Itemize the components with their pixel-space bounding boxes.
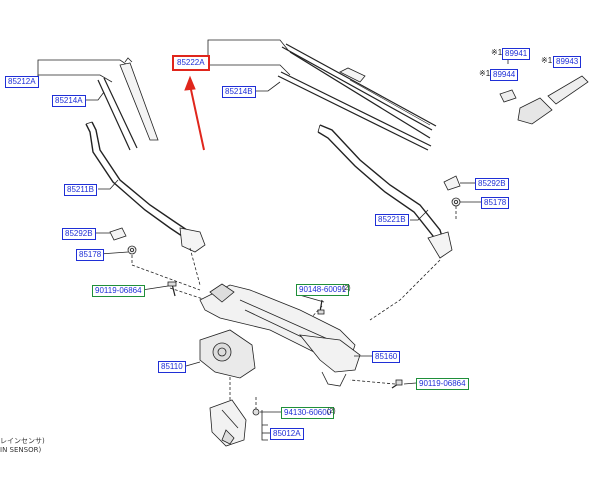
callout-85292B-left[interactable]: 85292B: [62, 228, 96, 240]
callout-90148-60091[interactable]: 90148-60091: [296, 284, 350, 296]
note-mark-89944: ※1: [479, 69, 491, 78]
note-mark-89941: ※1: [491, 48, 503, 57]
callout-85221B[interactable]: 85221B: [375, 214, 409, 226]
callout-85222A-highlighted[interactable]: 85222A: [172, 55, 210, 71]
callout-85214B[interactable]: 85214B: [222, 86, 256, 98]
callout-85214A[interactable]: 85214A: [52, 95, 86, 107]
callout-85178-left[interactable]: 85178: [76, 249, 105, 261]
qty-90148: (2): [342, 285, 351, 292]
callout-89941[interactable]: 89941: [502, 48, 531, 60]
callout-85178-right[interactable]: 85178: [481, 197, 510, 209]
callout-94130-60600[interactable]: 94130-60600: [281, 407, 335, 419]
callout-85110[interactable]: 85110: [158, 361, 186, 373]
qty-94130: (2): [327, 408, 336, 415]
callout-85211B[interactable]: 85211B: [64, 184, 97, 196]
callout-85012A[interactable]: 85012A: [270, 428, 304, 440]
callout-85292B-right[interactable]: 85292B: [475, 178, 509, 190]
note-mark-89943: ※1: [541, 56, 553, 65]
callout-90119-06864-right[interactable]: 90119-06864: [416, 378, 469, 390]
rain-sensor-note-en: IN SENSOR): [0, 446, 42, 454]
rain-sensor-note-jp: レインセンサ): [0, 437, 45, 445]
callout-85212A[interactable]: 85212A: [5, 76, 39, 88]
callout-90119-06864-left[interactable]: 90119-06864: [92, 285, 145, 297]
callout-85160[interactable]: 85160: [372, 351, 401, 363]
callout-89943[interactable]: 89943: [553, 56, 582, 68]
callout-89944[interactable]: 89944: [490, 69, 519, 81]
